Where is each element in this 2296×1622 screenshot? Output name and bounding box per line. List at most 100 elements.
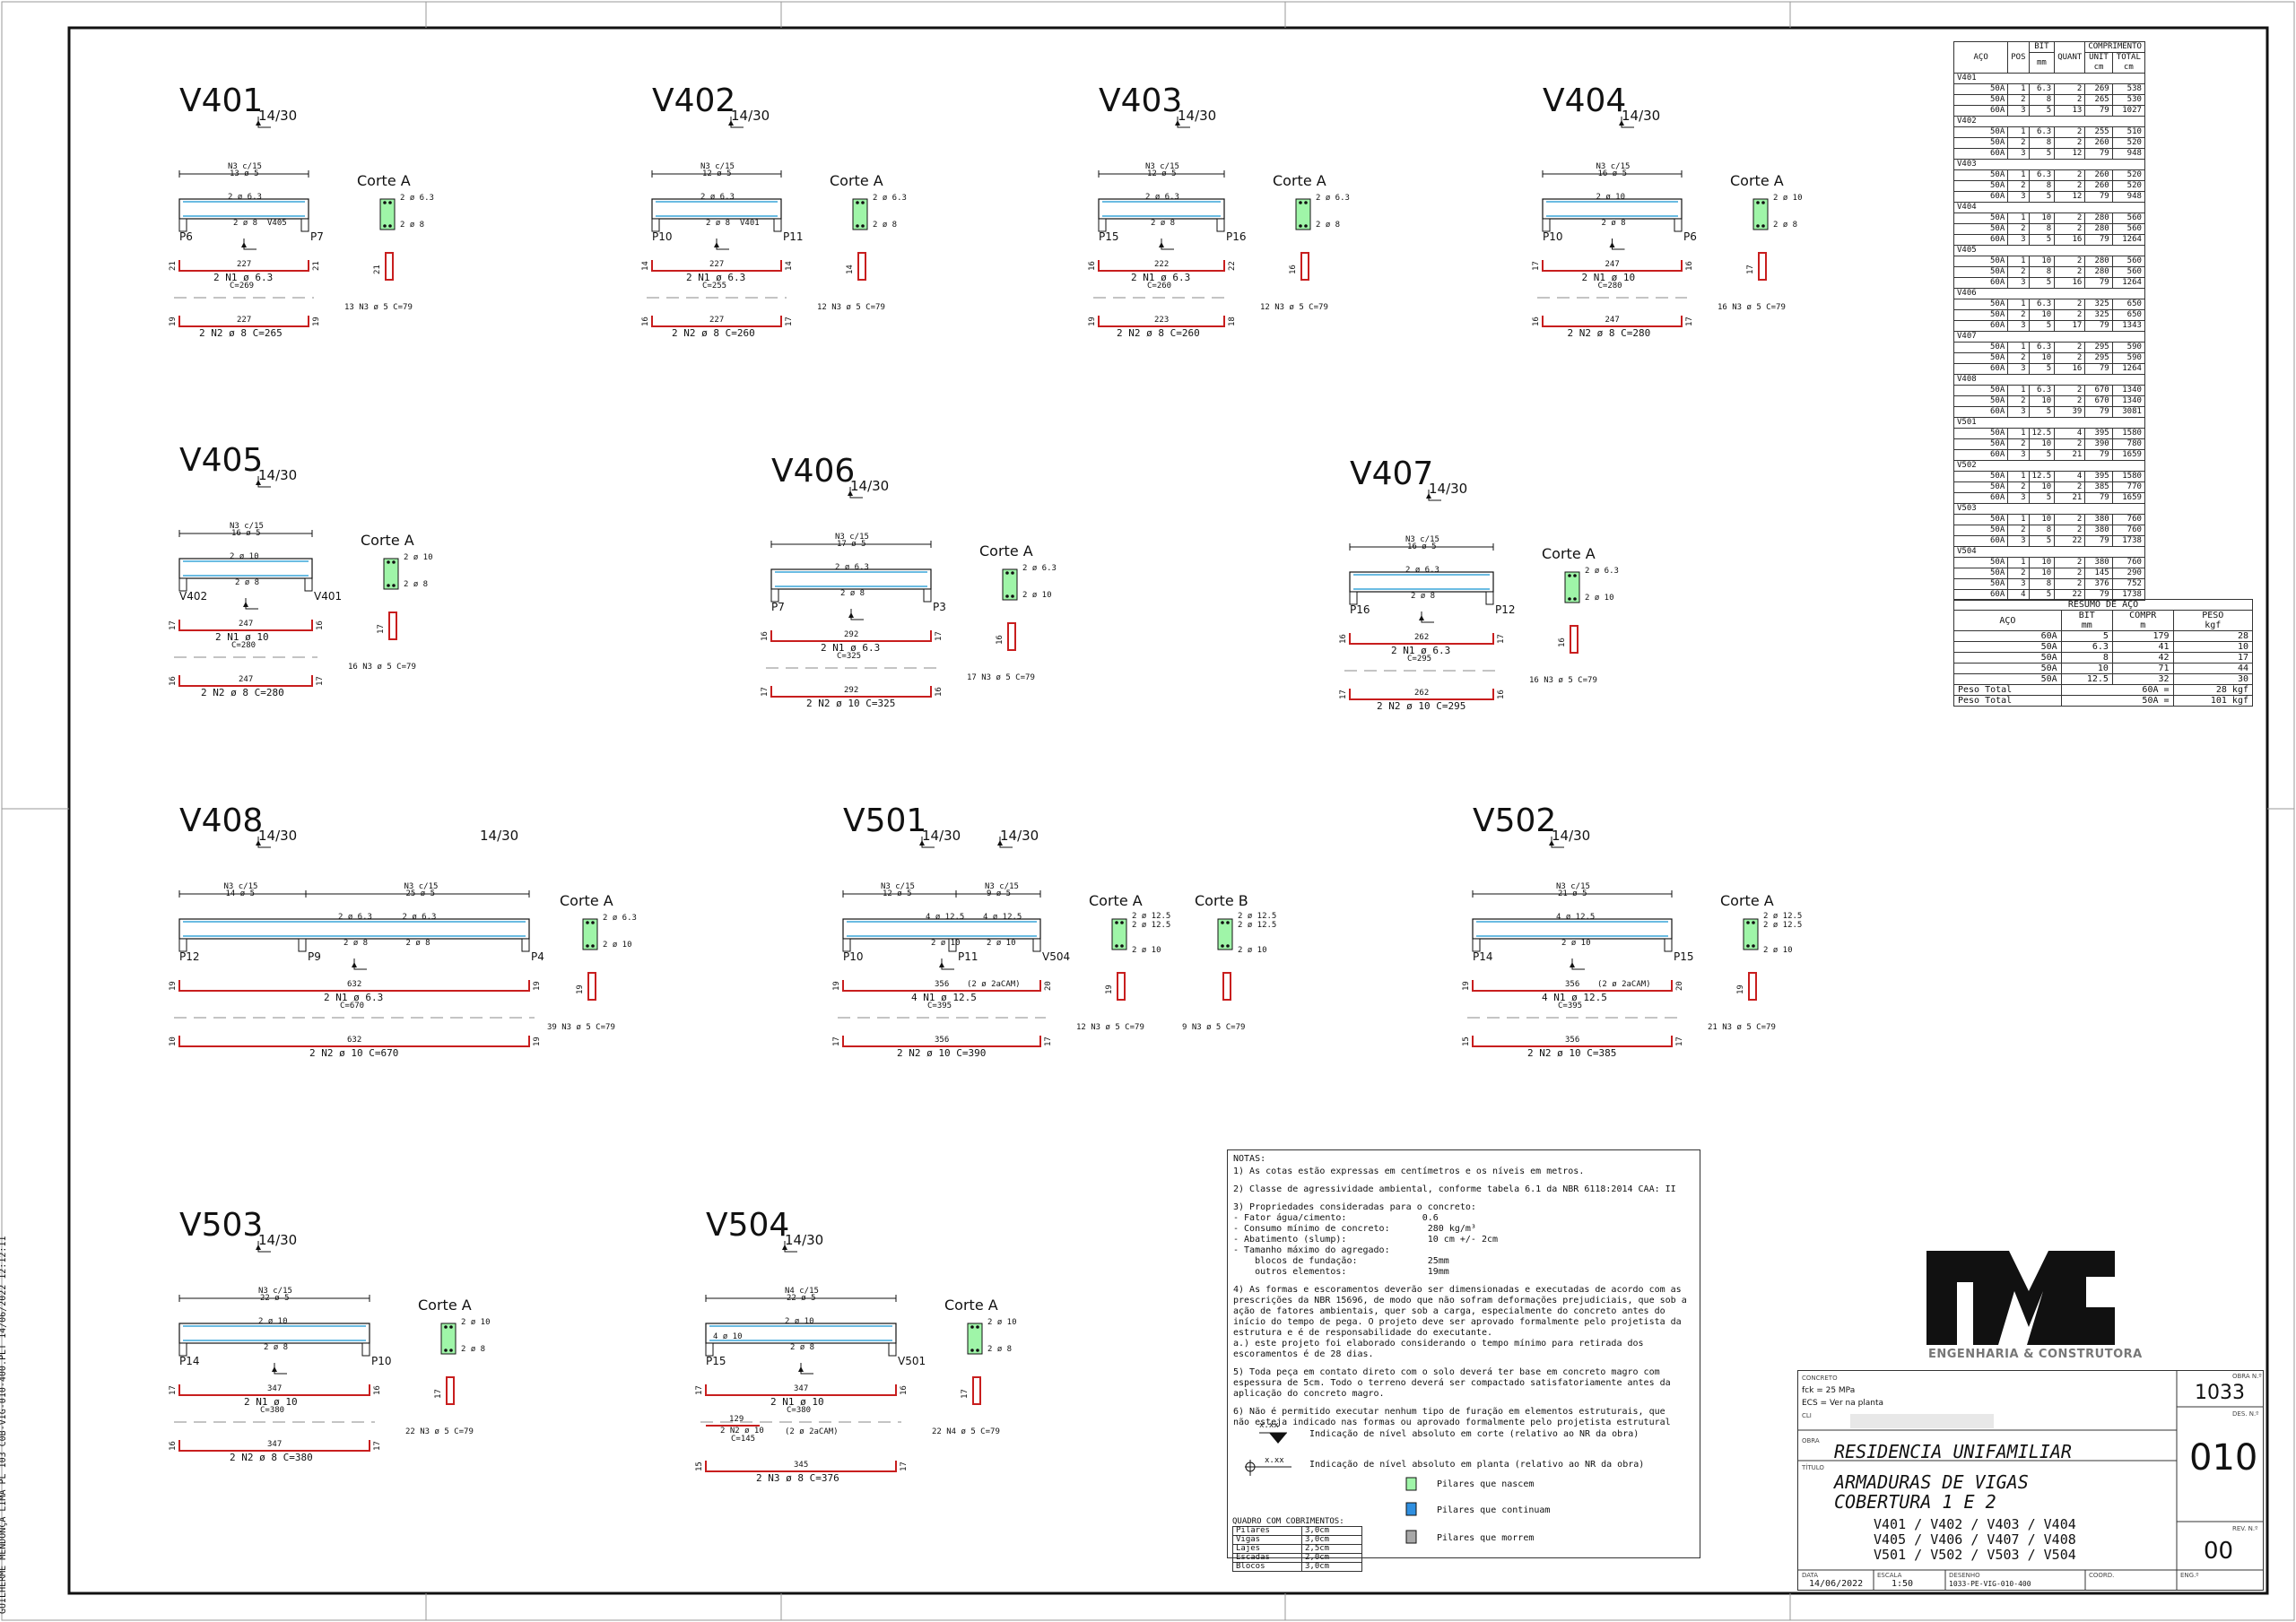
hook-length: 14 (785, 261, 794, 271)
bar-group-header: V502 (1953, 460, 2145, 472)
company-logo (1926, 1251, 2115, 1345)
pillar-label: P6 (1683, 230, 1697, 243)
top-bar-label: 2 ø 6.3 (228, 193, 262, 202)
top-bar-label: 2 ø 6.3 (1145, 193, 1179, 202)
hook-length: 16 (900, 1385, 909, 1395)
logo-subtitle: ENGENHARIA & CONSTRUTORA (1928, 1348, 2143, 1361)
table-cell: 2 (2007, 94, 2030, 106)
n2-bar-shape (1098, 316, 1225, 327)
table-cell: 1580 (2111, 471, 2145, 482)
n1-description: 4 N1 ø 12.5 (911, 992, 977, 1003)
beam-title: V404 (1543, 82, 1627, 119)
pillar-label: P6 (179, 230, 193, 243)
section-cut-arrow-head (919, 840, 925, 846)
n1-bar-shape (705, 1384, 897, 1396)
n2-bar-shape (1349, 689, 1494, 700)
titulo-label: TÍTULO (1802, 1464, 1824, 1471)
section-bar-label: 2 ø 12.5 (1132, 912, 1171, 921)
escala-value: 1:50 (1892, 1579, 1914, 1589)
section-a-shape (440, 1323, 457, 1355)
table-cell: 1264 (2111, 277, 2145, 289)
stirrup-count: 12 ø 5 (702, 169, 732, 178)
table-cell: 385 (2084, 481, 2113, 493)
stirrup-count: 13 ø 5 (230, 169, 259, 178)
resumo-cell: 179 (2111, 630, 2174, 642)
stirrup-shape (972, 1376, 981, 1405)
hook-length: 19 (1088, 317, 1097, 326)
n1-description: 2 N1 ø 10 (1581, 272, 1636, 283)
table-cell: 380 (2084, 557, 2113, 568)
pillar-stub (948, 938, 957, 952)
hook-length: 15 (1462, 1037, 1471, 1046)
section-bar-label: 2 ø 6.3 (400, 194, 434, 203)
hook-length: 16 (169, 1441, 178, 1451)
table-cell: 39 (2054, 406, 2086, 418)
cover-cell: Blocos (1232, 1562, 1302, 1572)
stirrup-dim: 17 (377, 624, 386, 634)
n1-bar-shape (651, 260, 782, 272)
section-bar-label: 2 ø 8 (873, 221, 898, 230)
rebar-dot (856, 201, 859, 204)
rebar-dot (1568, 574, 1571, 577)
rebar-dot (1746, 921, 1750, 924)
n1-length: 347 (267, 1384, 283, 1393)
section-b-bar-label: 2 ø 10 (1238, 946, 1267, 955)
section-a-shape (1564, 571, 1580, 603)
rebar-dot (383, 201, 387, 204)
hook-length: 19 (1462, 981, 1471, 991)
section-bar-label: 2 ø 6.3 (1316, 194, 1350, 203)
table-cell: 3 (2007, 406, 2030, 418)
stirrup-schedule: 13 N3 ø 5 C=79 (344, 303, 413, 312)
n1-description: 2 N1 ø 6.3 (213, 272, 274, 283)
beam-title: V501 (843, 802, 927, 839)
cover-cell: 3,0cm (1301, 1535, 1362, 1545)
table-cell: 265 (2084, 94, 2113, 106)
rebar-dot (449, 1349, 453, 1352)
n1-length: 292 (844, 630, 859, 639)
n1-cut-length: C=380 (787, 1406, 812, 1415)
table-cell: 2 (2054, 126, 2086, 138)
pillar-label: P14 (179, 1355, 200, 1367)
table-cell: 8 (2028, 266, 2056, 278)
hook-length: 17 (169, 1385, 178, 1395)
stirrup-count: 12 ø 5 (1147, 169, 1177, 178)
table-cell: 50A (1952, 94, 2009, 106)
n1-description: 2 N1 ø 6.3 (1131, 272, 1191, 283)
table-cell: 79 (2084, 535, 2113, 547)
table-cell: 2 (2054, 342, 2086, 353)
rebar-dot (1011, 594, 1014, 598)
beam-elevation (1542, 198, 1683, 220)
table-cell: 290 (2111, 568, 2145, 579)
hook-length: 17 (785, 317, 794, 326)
top-bar-label: 4 ø 12.5 (1556, 913, 1596, 922)
section-cut-arrow-head (1175, 120, 1180, 126)
note-2: 2) Classe de agressividade ambiental, co… (1233, 1184, 1676, 1194)
support-beam-label: V405 (267, 219, 287, 228)
rebar-dot (861, 224, 865, 228)
resumo-cell: 5 (2060, 630, 2113, 642)
titulo-line-1: ARMADURAS DE VIGAS (1834, 1471, 2029, 1493)
bottom-bar-label: 2 ø 8 (840, 589, 865, 598)
pillar-stub (1664, 938, 1673, 952)
table-cell: 2 (2054, 578, 2086, 590)
beam-list-1: V401 / V402 / V403 / V404 (1874, 1516, 2076, 1532)
n1-length: 356 (935, 980, 950, 989)
table-cell: 13 (2054, 105, 2086, 117)
hook-length: 19 (533, 1037, 542, 1046)
stirrup-shape (857, 252, 866, 281)
resumo-cell: 10 (2060, 663, 2113, 674)
level-cut-icon (1269, 1433, 1287, 1444)
beam-group-name: V406 (1953, 288, 2145, 299)
level-plan-text: Indicação de nível absoluto em planta (r… (1309, 1460, 1645, 1470)
table-cell: 3 (2007, 363, 2030, 375)
bar-group-header: V504 (1953, 546, 2145, 558)
beam-title: V405 (179, 442, 264, 479)
